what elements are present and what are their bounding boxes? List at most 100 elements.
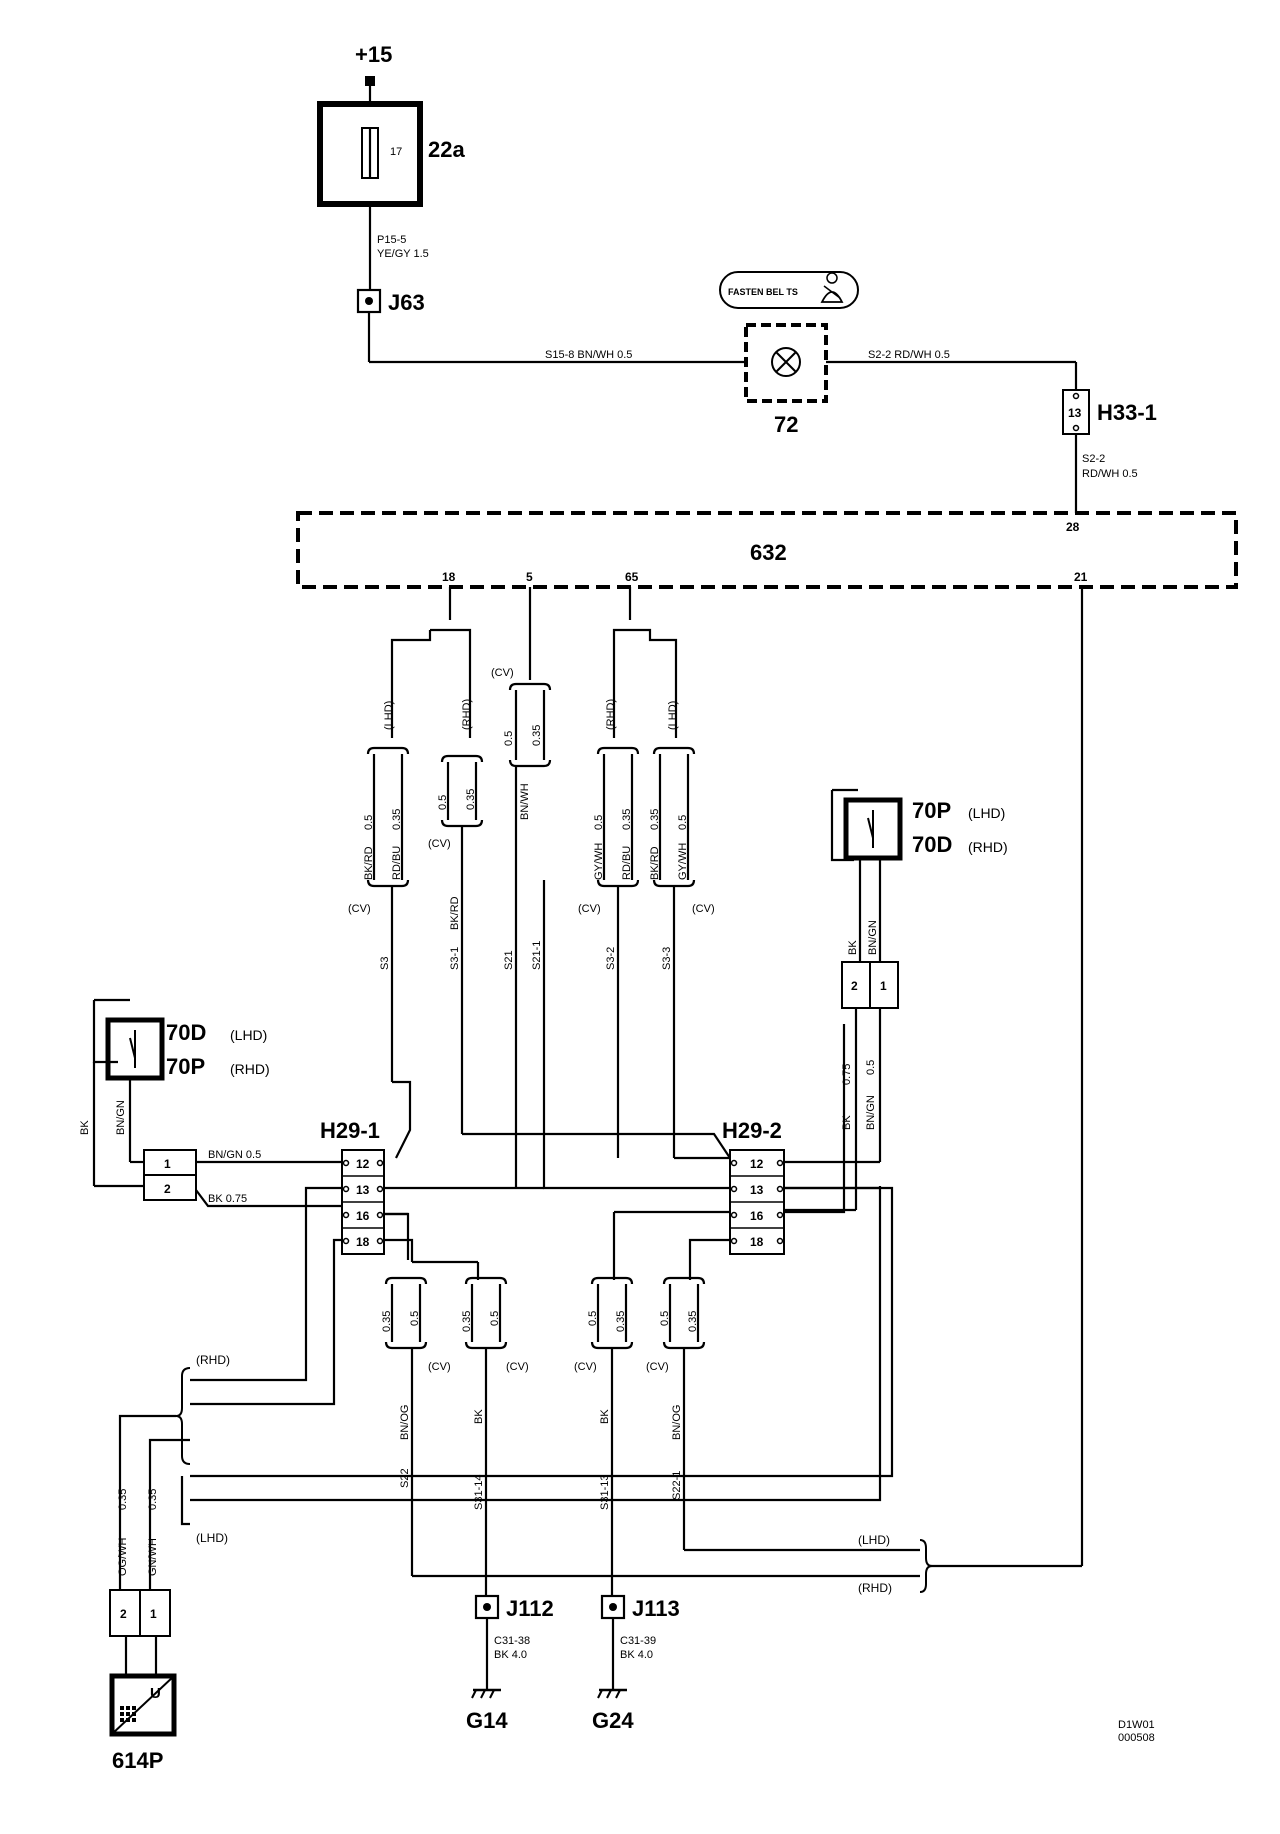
color-bk-g1: BK bbox=[473, 1409, 485, 1424]
fuse-number: 17 bbox=[390, 146, 402, 158]
color-bk-r2: BK bbox=[841, 1115, 853, 1130]
conn-right-pin1: 1 bbox=[880, 979, 887, 993]
h29-1-pins bbox=[342, 1159, 384, 1245]
c31-38: C31-38 bbox=[494, 1635, 530, 1647]
lhd-label-1: (LHD) bbox=[383, 701, 395, 730]
module-pin-28: 28 bbox=[1066, 520, 1080, 534]
h29-2-ref: H29-2 bbox=[722, 1118, 782, 1143]
h33-pin: 13 bbox=[1068, 406, 1082, 420]
gauge-l2b: 0.35 bbox=[465, 789, 477, 810]
h29-2-pin18: 18 bbox=[750, 1235, 764, 1249]
lhd-label-left: (LHD) bbox=[196, 1531, 228, 1545]
module-ref: 632 bbox=[750, 540, 787, 565]
lamp-72-bulb bbox=[771, 347, 801, 377]
switch-right-line1-var: (LHD) bbox=[968, 805, 1005, 821]
gauge-l2a: 0.5 bbox=[437, 795, 449, 810]
gauge-h1a: 0.35 bbox=[381, 1311, 393, 1332]
sensor-symbol: U bbox=[150, 1685, 161, 1702]
ground-g24: G24 bbox=[592, 1708, 634, 1733]
switch-left-line1-var: (LHD) bbox=[230, 1027, 267, 1043]
wire-p15-5: P15-5 bbox=[377, 234, 406, 246]
gauge-h3a: 0.5 bbox=[587, 1311, 599, 1326]
h29-1-pin13: 13 bbox=[356, 1183, 370, 1197]
switch-right-line2-var: (RHD) bbox=[968, 839, 1008, 855]
gauge-h4a: 0.5 bbox=[659, 1311, 671, 1326]
rhd-label-bottom: (RHD) bbox=[858, 1581, 892, 1595]
wire-s31-14: S31-14 bbox=[473, 1475, 485, 1510]
cv-label-7: (CV) bbox=[574, 1361, 597, 1373]
wire-s3-2: S3-2 bbox=[605, 947, 617, 970]
c31-38-spec: BK 4.0 bbox=[494, 1649, 527, 1661]
gauge-h4b: 0.35 bbox=[687, 1311, 699, 1332]
wire-p15-5-spec: YE/GY 1.5 bbox=[377, 248, 429, 260]
label-bngn-05: BN/GN 0.5 bbox=[208, 1149, 261, 1161]
module-pin-65: 65 bbox=[625, 570, 639, 584]
h29-2-pin12: 12 bbox=[750, 1157, 764, 1171]
drawing-id-line1: D1W01 bbox=[1118, 1719, 1155, 1731]
cv-label-1: (CV) bbox=[348, 903, 371, 915]
wire-s3-1: S3-1 bbox=[449, 947, 461, 970]
lhd-label-bottom: (LHD) bbox=[858, 1533, 890, 1547]
switch-left-line2: 70P bbox=[166, 1054, 205, 1079]
wire-s31-13: S31-13 bbox=[599, 1475, 611, 1510]
color-ogwh: OG/WH bbox=[117, 1537, 129, 1576]
color-gnwh: GN/WH bbox=[147, 1538, 159, 1576]
module-pin-21: 21 bbox=[1074, 570, 1088, 584]
h29-1-pin12: 12 bbox=[356, 1157, 370, 1171]
color-rdbu-2: RD/BU bbox=[621, 846, 633, 880]
wire-s2-2-top: S2-2 RD/WH 0.5 bbox=[868, 349, 950, 361]
color-bk-l1: BK bbox=[79, 1120, 91, 1135]
conn-614p-pin2: 2 bbox=[120, 1607, 127, 1621]
wire-s21: S21 bbox=[503, 950, 515, 970]
cv-label-5: (CV) bbox=[428, 1361, 451, 1373]
h29-1-pin16: 16 bbox=[356, 1209, 370, 1223]
label-bk-075: BK 0.75 bbox=[208, 1193, 247, 1205]
c31-39-spec: BK 4.0 bbox=[620, 1649, 653, 1661]
lamp-72-box bbox=[744, 323, 828, 403]
cv-label-3: (CV) bbox=[578, 903, 601, 915]
h29-1-pin18: 18 bbox=[356, 1235, 370, 1249]
h33-ref: H33-1 bbox=[1097, 400, 1157, 425]
supply-label: +15 bbox=[355, 42, 392, 67]
gauge-05-r: 0.5 bbox=[865, 1060, 877, 1075]
cv-label-8: (CV) bbox=[646, 1361, 669, 1373]
drawing-id-line2: 000508 bbox=[1118, 1732, 1155, 1744]
wire-s3: S3 bbox=[379, 957, 391, 970]
lhd-label-2: (LHD) bbox=[667, 701, 679, 730]
color-rdbu-1: RD/BU bbox=[391, 846, 403, 880]
cv-label-top: (CV) bbox=[491, 667, 514, 679]
module-pin-5: 5 bbox=[526, 570, 533, 584]
module-pin-18: 18 bbox=[442, 570, 456, 584]
ground-g14: G14 bbox=[466, 1708, 508, 1733]
color-bkrd-2: BK/RD bbox=[649, 846, 661, 880]
gauge-h2b: 0.5 bbox=[489, 1311, 501, 1326]
cv-label-6: (CV) bbox=[506, 1361, 529, 1373]
rhd-label-left: (RHD) bbox=[196, 1353, 230, 1367]
gauge-r2a: 0.35 bbox=[649, 809, 661, 830]
switch-left-box bbox=[105, 1017, 165, 1081]
color-gywh-1: GY/WH bbox=[593, 843, 605, 880]
rhd-label-1: (RHD) bbox=[461, 699, 473, 730]
gauge-h3b: 0.35 bbox=[615, 1311, 627, 1332]
cv-label-4: (CV) bbox=[692, 903, 715, 915]
color-bk-r1: BK bbox=[847, 940, 859, 955]
wire-s2-2-side-a: S2-2 bbox=[1082, 453, 1105, 465]
wire-s3-3: S3-3 bbox=[661, 947, 673, 970]
wire-group-h29-1-a bbox=[384, 1276, 428, 1350]
switch-left-line2-var: (RHD) bbox=[230, 1061, 270, 1077]
cv-label-2: (CV) bbox=[428, 838, 451, 850]
conn-right-pin2: 2 bbox=[851, 979, 858, 993]
wire-s2-2-side-b: RD/WH 0.5 bbox=[1082, 468, 1138, 480]
supply-terminal bbox=[365, 76, 375, 86]
ground-g24-icon bbox=[597, 1688, 627, 1699]
rhd-label-2: (RHD) bbox=[605, 699, 617, 730]
fasten-belts-indicator bbox=[719, 271, 859, 309]
wire-group-left-lhd bbox=[366, 746, 410, 888]
wire-s22: S22 bbox=[399, 1468, 411, 1488]
color-bnog-2: BN/OG bbox=[671, 1405, 683, 1440]
color-bngn-r2: BN/GN bbox=[865, 1095, 877, 1130]
splice-j112-label: J112 bbox=[506, 1596, 554, 1621]
color-bnog-1: BN/OG bbox=[399, 1405, 411, 1440]
conn-left-pin2: 2 bbox=[164, 1182, 171, 1196]
color-bngn-r1: BN/GN bbox=[867, 920, 879, 955]
